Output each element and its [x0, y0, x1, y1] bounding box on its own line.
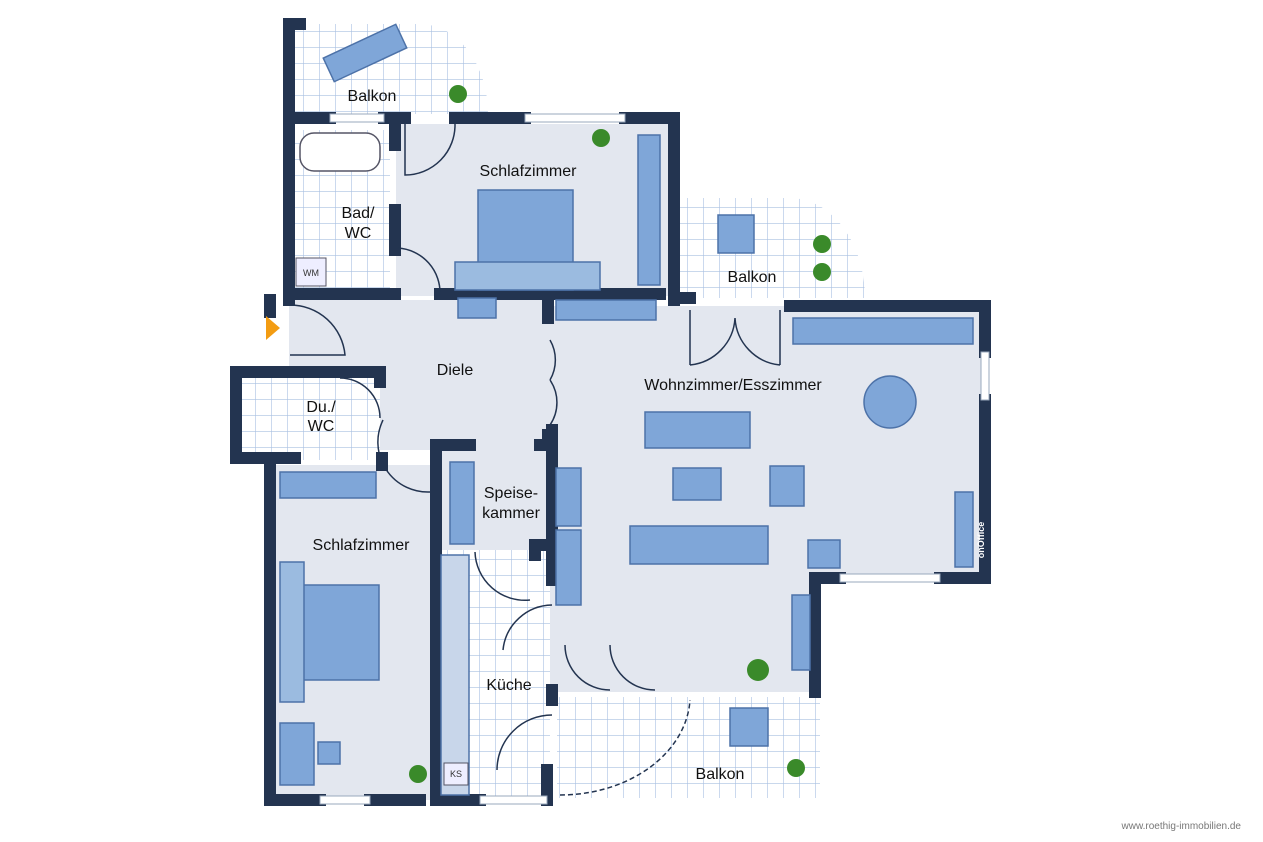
balcony-top-floor	[289, 24, 488, 114]
desk	[279, 722, 315, 786]
label-balkon-bottom: Balkon	[696, 766, 745, 783]
label-kueche: Küche	[486, 677, 531, 694]
label-ks: KS	[450, 769, 462, 779]
living-floor	[547, 306, 985, 692]
label-bad: Bad/	[342, 205, 375, 222]
sofa-bottom	[629, 525, 769, 565]
dining-table-balcony-right	[717, 214, 755, 254]
label-balkon-top: Balkon	[348, 88, 397, 105]
entrance-arrow-icon	[266, 316, 280, 340]
washing-machine	[295, 257, 327, 287]
furniture	[279, 23, 974, 796]
label-speise: Speise-	[484, 485, 538, 502]
onoffice-logo: onOffice	[976, 522, 986, 559]
plant-icons	[409, 85, 831, 783]
dining-table-balcony-bottom	[729, 707, 769, 747]
label-bad-wc: WC	[345, 225, 372, 242]
label-wm: WM	[303, 268, 319, 278]
bathtub	[299, 132, 381, 172]
coffee-table	[672, 467, 722, 501]
armchair	[769, 465, 805, 507]
shower-room-floor	[240, 378, 380, 460]
kitchen-counter	[440, 554, 470, 796]
label-du-wc: WC	[308, 418, 335, 435]
room-labels: Balkon Bad/ WC Schlafzimmer Balkon Diele…	[303, 88, 986, 786]
label-wohnzimmer: Wohnzimmer/Esszimmer	[644, 377, 822, 394]
label-du: Du./	[306, 399, 336, 416]
sofa-top	[644, 411, 751, 449]
label-schlafzimmer-bottom: Schlafzimmer	[313, 537, 411, 554]
label-balkon-right: Balkon	[728, 269, 777, 286]
watermark: www.roethig-immobilien.de	[1121, 821, 1242, 832]
walls	[230, 18, 991, 806]
windows	[319, 113, 990, 805]
sun-lounger	[322, 23, 408, 83]
dining-table	[863, 375, 917, 429]
doors[interactable]	[289, 123, 781, 796]
label-diele: Diele	[437, 362, 474, 379]
label-schlafzimmer-top: Schlafzimmer	[480, 163, 578, 180]
label-kammer: kammer	[482, 505, 540, 522]
